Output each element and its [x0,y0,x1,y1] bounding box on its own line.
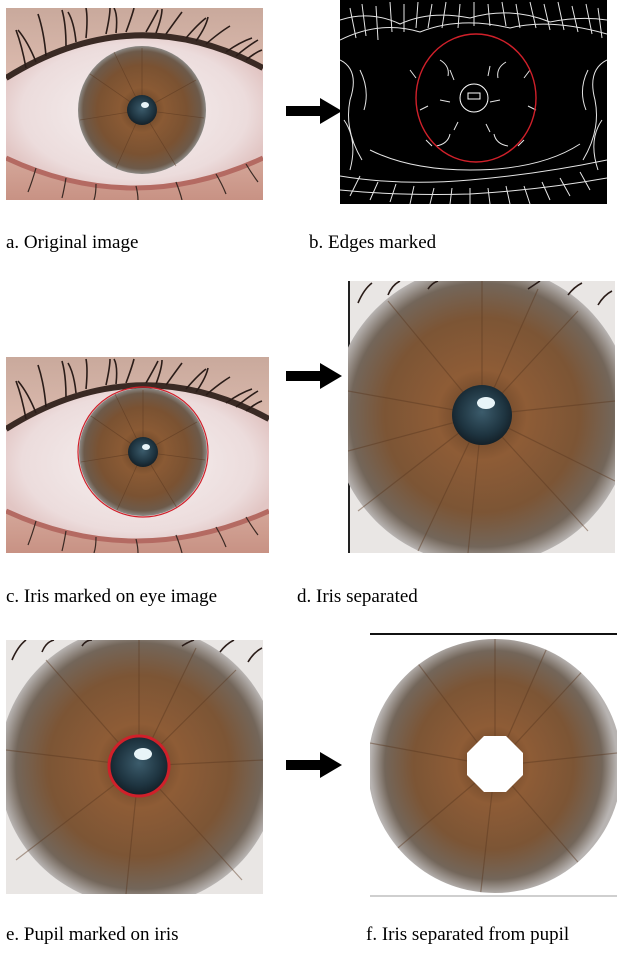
right-arrow-icon [286,98,342,129]
right-arrow-icon [286,363,342,394]
iris-separated-image [348,281,615,553]
caption-c: c. Iris marked on eye image [6,587,217,606]
edges-marked-image [340,0,607,204]
caption-b: b. Edges marked [309,233,436,252]
pupil-marked-iris-image [6,640,263,894]
iris-separated-from-pupil-image [370,633,617,899]
caption-e: e. Pupil marked on iris [6,925,179,944]
caption-d: d. Iris separated [297,587,418,606]
caption-f: f. Iris separated from pupil [366,925,569,944]
iris-marked-eye-image [6,357,269,553]
caption-a: a. Original image [6,233,138,252]
right-arrow-icon [286,752,342,783]
original-eye-image [6,8,263,200]
